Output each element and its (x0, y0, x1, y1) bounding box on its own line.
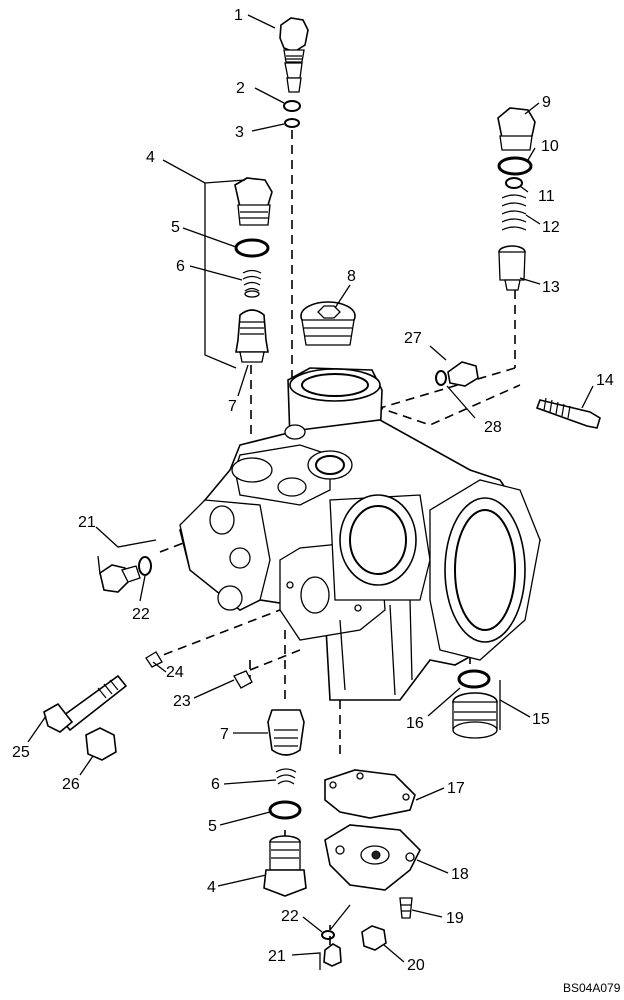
callout-5-lower: 5 (208, 818, 217, 835)
part-22-o-ring-lower (321, 930, 335, 940)
part-20-nut (361, 925, 387, 951)
part-3-o-ring (284, 118, 300, 128)
callout-22-lower: 22 (281, 908, 299, 925)
callout-26: 26 (62, 776, 80, 793)
part-17-gasket (324, 769, 416, 819)
callout-28: 28 (484, 419, 502, 436)
callout-20: 20 (407, 957, 425, 974)
callout-22-upper: 22 (132, 606, 150, 623)
part-6-spring-upper (242, 269, 262, 298)
part-26-nut (85, 727, 117, 761)
callout-14: 14 (596, 372, 614, 389)
part-13-spool (498, 245, 526, 291)
callout-9: 9 (542, 94, 551, 111)
part-5-o-ring-upper (234, 238, 270, 258)
callout-12: 12 (542, 219, 560, 236)
part-4-upper-cartridge (234, 177, 273, 226)
callout-27: 27 (404, 330, 422, 347)
callout-21-lower: 21 (268, 948, 286, 965)
callout-18: 18 (451, 866, 469, 883)
part-1-relief-valve (279, 17, 309, 93)
part-8-plug (300, 301, 356, 346)
part-27-fitting (447, 361, 479, 387)
part-19-bolt (399, 897, 413, 919)
callout-23: 23 (173, 693, 191, 710)
callout-7: 7 (228, 398, 237, 415)
part-11-o-ring (505, 177, 523, 189)
callout-7-lower: 7 (220, 726, 229, 743)
part-7-valve-lower (267, 709, 305, 756)
part-14-bolt (535, 397, 601, 429)
part-25-tube-fitting (43, 674, 128, 733)
part-23-plug (233, 670, 253, 689)
part-5-o-ring-lower (268, 800, 302, 820)
part-6-spring-lower (275, 768, 297, 785)
callout-3: 3 (235, 124, 244, 141)
part-4-lower-cartridge (263, 835, 307, 897)
callout-16: 16 (406, 715, 424, 732)
callout-8: 8 (347, 268, 356, 285)
callout-13: 13 (542, 279, 560, 296)
callout-6-lower: 6 (211, 776, 220, 793)
part-28-o-ring (435, 370, 447, 386)
callout-6: 6 (176, 258, 185, 275)
part-21-plug-upper (99, 564, 141, 593)
callout-21-upper: 21 (78, 514, 96, 531)
callout-labels: 1 2 3 4 5 6 7 8 9 10 11 12 13 14 15 16 1… (12, 7, 614, 974)
part-10-o-ring (497, 156, 533, 176)
part-21-plug-lower (323, 943, 342, 967)
part-9-plug (497, 107, 536, 151)
callout-15: 15 (532, 711, 550, 728)
part-7-valve-upper (235, 309, 269, 363)
part-12-spring (501, 194, 527, 231)
part-2-o-ring (283, 100, 301, 112)
part-22-o-ring-upper (138, 556, 152, 576)
callout-24: 24 (166, 664, 184, 681)
figure-code: BS04A079 (563, 981, 621, 995)
callout-17: 17 (447, 780, 465, 797)
part-15-plug (452, 692, 498, 739)
callout-11: 11 (538, 188, 555, 205)
part-16-o-ring (457, 669, 491, 689)
callout-25: 25 (12, 744, 30, 761)
part-18-cover (324, 824, 421, 891)
callout-19: 19 (446, 910, 464, 927)
callout-4: 4 (146, 149, 155, 166)
callout-1: 1 (234, 7, 243, 24)
pump-housing (179, 367, 541, 701)
part-24-plug (145, 651, 163, 668)
callout-10: 10 (541, 138, 559, 155)
callout-2: 2 (236, 80, 245, 97)
callout-4-lower: 4 (207, 879, 216, 896)
callout-5: 5 (171, 219, 180, 236)
leader-lines (27, 14, 594, 970)
